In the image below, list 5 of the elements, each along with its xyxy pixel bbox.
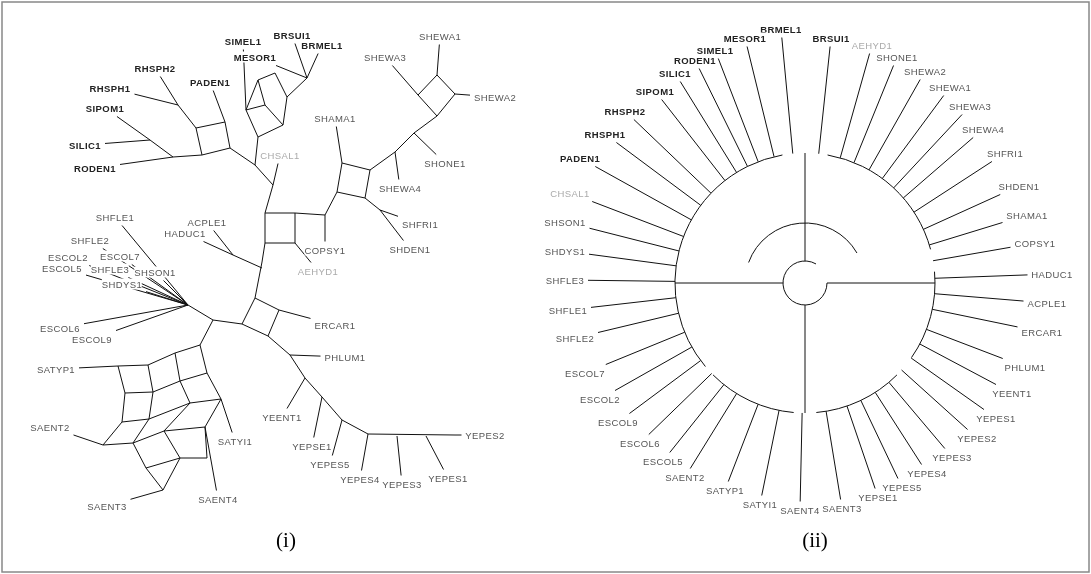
taxon-label: SHSON1 [134,266,176,278]
taxon-label: SHDYS1 [101,278,143,290]
taxon-label: ESCOL7 [100,250,140,262]
taxon-label: SHFLE3 [90,263,130,275]
taxon-label: MESOR1 [233,51,277,63]
